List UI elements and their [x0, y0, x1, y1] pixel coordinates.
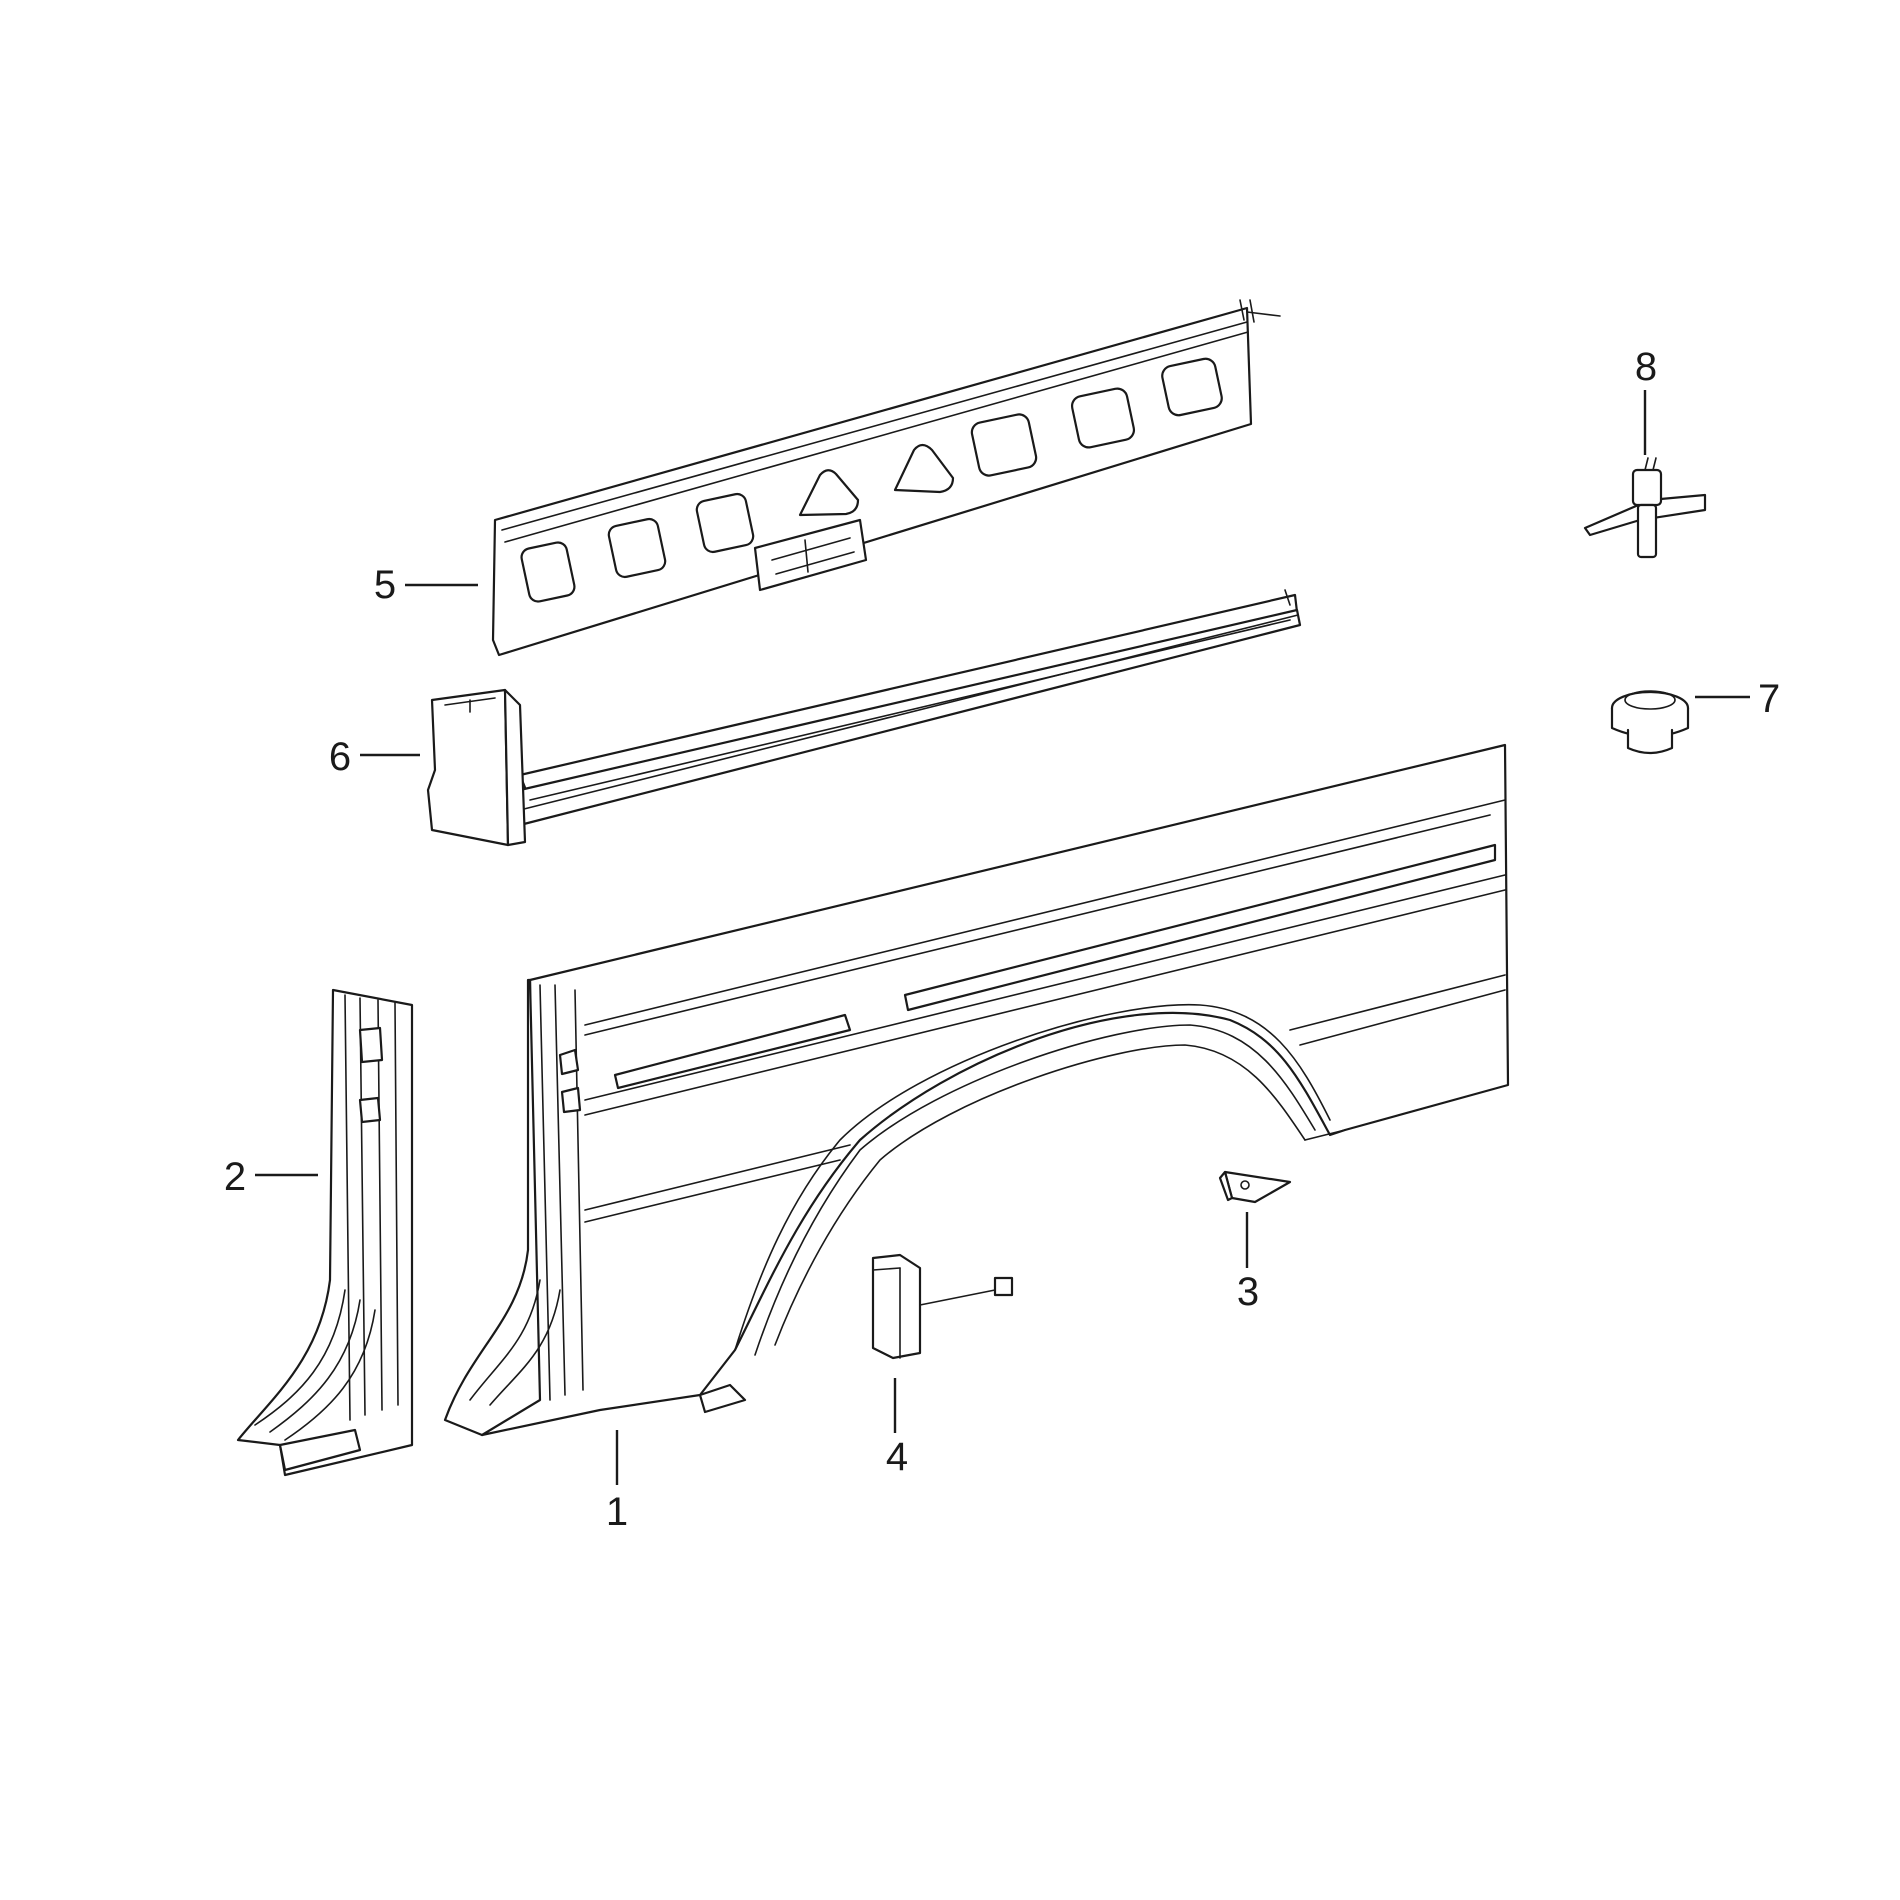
center-bracket: [753, 518, 868, 592]
part-3-small-bracket: [1218, 1170, 1292, 1204]
part-4-block-with-pin: [871, 1253, 1014, 1360]
callout-8: 8: [1635, 345, 1657, 389]
part-8-clip: [1583, 457, 1707, 559]
callout-labels: 1 2 3 4 5 6 7 8: [224, 345, 1780, 1534]
callout-2: 2: [224, 1155, 246, 1199]
part-7-plug: [1610, 690, 1690, 755]
callout-1: 1: [606, 1490, 628, 1534]
part-6-sill-rail: [426, 589, 1302, 847]
callout-4: 4: [886, 1435, 908, 1479]
leader-lines: [255, 390, 1750, 1485]
callout-5: 5: [374, 563, 396, 607]
panel-cutouts: [520, 357, 1223, 603]
part-1-outer-side-panel: [443, 743, 1510, 1437]
callout-3: 3: [1237, 1270, 1259, 1314]
callout-7: 7: [1758, 677, 1780, 721]
part-5-upper-inner-panel: [491, 299, 1281, 657]
part-2-pillar-reinforcement: [236, 988, 414, 1477]
callout-6: 6: [329, 735, 351, 779]
